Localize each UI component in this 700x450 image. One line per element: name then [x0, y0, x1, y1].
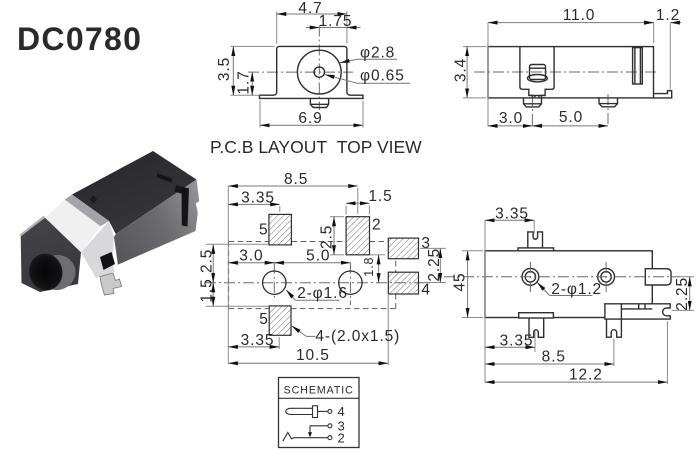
svg-text:1.7: 1.7 [236, 70, 253, 94]
svg-text:10.5: 10.5 [296, 347, 330, 364]
svg-text:3.0: 3.0 [239, 247, 263, 264]
svg-text:8.5: 8.5 [542, 349, 566, 366]
svg-text:1.5: 1.5 [199, 278, 216, 302]
svg-text:5: 5 [259, 311, 269, 328]
svg-text:2.5: 2.5 [199, 249, 216, 273]
svg-text:φ2.8: φ2.8 [360, 45, 395, 62]
svg-text:1.2: 1.2 [656, 7, 680, 24]
svg-text:3.35: 3.35 [500, 333, 534, 350]
svg-text:4-(2.0x1.5): 4-(2.0x1.5) [315, 328, 400, 345]
svg-text:P.C.B LAYOUT TOP VIEW: P.C.B LAYOUT TOP VIEW [210, 137, 422, 157]
svg-text:5: 5 [259, 221, 269, 238]
svg-text:12.2: 12.2 [569, 367, 603, 384]
svg-text:11.0: 11.0 [563, 7, 596, 24]
svg-text:4.7: 4.7 [298, 0, 322, 17]
svg-text:5.0: 5.0 [559, 109, 583, 126]
svg-text:SCHEMATIC: SCHEMATIC [284, 384, 354, 396]
svg-text:φ0.65: φ0.65 [360, 68, 405, 85]
svg-text:2.25: 2.25 [674, 277, 691, 311]
svg-text:2: 2 [338, 430, 345, 445]
svg-text:4: 4 [338, 404, 345, 419]
svg-text:2.25: 2.25 [426, 248, 443, 282]
svg-text:8.5: 8.5 [284, 171, 308, 188]
svg-text:3.35: 3.35 [495, 206, 529, 223]
svg-text:3.4: 3.4 [453, 58, 470, 82]
svg-text:5.0: 5.0 [306, 247, 330, 264]
svg-text:4: 4 [421, 282, 431, 299]
svg-text:3: 3 [421, 235, 431, 252]
svg-text:2-φ1.6: 2-φ1.6 [297, 285, 348, 302]
svg-text:3.35: 3.35 [241, 332, 275, 349]
svg-text:6.9: 6.9 [298, 110, 322, 127]
svg-text:3: 3 [338, 418, 345, 433]
svg-text:3.35: 3.35 [241, 189, 275, 206]
svg-text:2.5: 2.5 [319, 225, 336, 249]
svg-text:2: 2 [372, 217, 382, 234]
svg-text:3.5: 3.5 [216, 57, 233, 81]
svg-text:1.75: 1.75 [319, 13, 353, 30]
svg-text:45: 45 [452, 272, 469, 291]
svg-text:2-φ1.2: 2-φ1.2 [551, 281, 602, 298]
svg-text:1.5: 1.5 [368, 188, 392, 205]
svg-text:3.0: 3.0 [499, 110, 523, 127]
svg-text:1.8: 1.8 [362, 257, 376, 277]
svg-text:DC0780: DC0780 [17, 21, 142, 57]
